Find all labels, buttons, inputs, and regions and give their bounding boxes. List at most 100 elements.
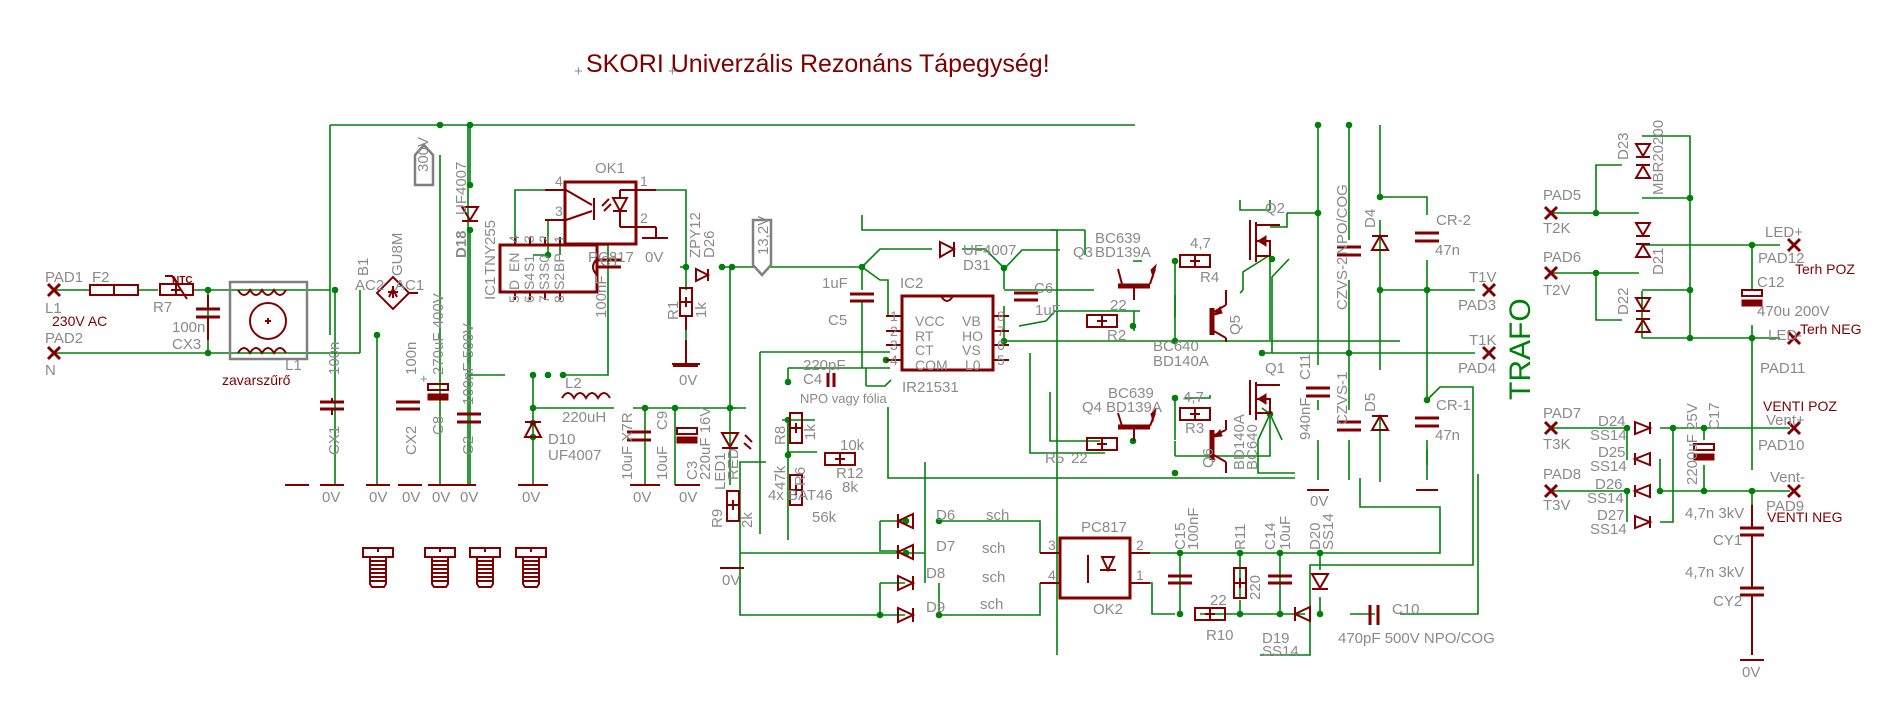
label-c15-value: 100nF <box>1185 507 1202 550</box>
junction-dot <box>1236 610 1244 618</box>
label-ok1: OK1 <box>595 160 625 177</box>
label-czvs1: CZVS-1 <box>1334 372 1351 425</box>
label-0v: 0V <box>369 489 387 506</box>
resistor-r10 <box>1194 607 1226 621</box>
junction-dot <box>1268 255 1276 263</box>
label-pad8: PAD8 <box>1543 466 1581 483</box>
pad-pad5[interactable] <box>1543 205 1559 221</box>
wire <box>334 125 469 485</box>
mounting-hole-screw-icon <box>515 547 547 588</box>
capacitor-cy2 <box>1740 505 1764 655</box>
pad-pad11[interactable] <box>1786 330 1802 346</box>
label-ic2-part: IR21531 <box>902 379 959 396</box>
label-0v: 0V <box>432 489 450 506</box>
junction-dot <box>1423 286 1431 294</box>
junctions <box>204 121 1756 619</box>
label-pad4: PAD4 <box>1458 360 1496 377</box>
junction-dot <box>1171 469 1179 477</box>
label-pad8-net: T3V <box>1543 497 1571 514</box>
inductor-l2 <box>561 392 611 400</box>
diode-d4 <box>1370 233 1390 251</box>
junction-dot <box>559 371 567 379</box>
label-d8: D8 <box>926 565 945 582</box>
pad-pad7[interactable] <box>1543 420 1559 436</box>
pad-pad4[interactable] <box>1481 345 1497 361</box>
label-d6: D6 <box>936 507 955 524</box>
wire <box>1257 413 1295 474</box>
label-cx1-value: 100n <box>326 342 343 375</box>
pad-pad12[interactable] <box>1786 237 1802 253</box>
wire <box>1003 249 1176 342</box>
label-ntc-tag: NTC <box>172 275 193 286</box>
label-c12: C12 <box>1757 274 1785 291</box>
label-0v: 0V <box>1310 493 1328 510</box>
label-c3-value: 220uF 16V <box>697 407 714 480</box>
label-q4-part-b: BD139A <box>1106 399 1162 416</box>
label-c11-value: 940nF <box>1297 397 1314 440</box>
label-c2-value: 100nF 500V <box>460 323 477 405</box>
label-sch: sch <box>982 540 1005 557</box>
resistor-r5 <box>1086 437 1118 451</box>
label-c5: C5 <box>828 312 847 329</box>
transistor-q5 <box>1209 290 1227 342</box>
pin-number: 6 <box>521 295 537 303</box>
pad-pad3[interactable] <box>1481 282 1497 298</box>
pad-pad9[interactable] <box>1786 483 1802 499</box>
labels: PAD1 L1 230V AC PAD2 N F2 R7 NTC 100n CX… <box>45 120 1861 681</box>
label-d18: D18 <box>453 230 470 258</box>
label-cx2-value: 100n <box>403 342 420 375</box>
pad-pad2[interactable] <box>46 345 62 361</box>
label-d20: D20 <box>1307 522 1324 550</box>
label-led-color: RED <box>725 448 742 480</box>
capacitor-c3 <box>676 427 698 444</box>
fuse-f2 <box>89 284 139 296</box>
pad-pad10[interactable] <box>1786 420 1802 436</box>
label-c11: C11 <box>1297 354 1314 380</box>
bridge-rectifier-b1 <box>375 275 418 311</box>
label-d25: D25 <box>1598 444 1626 461</box>
label-r8: R8 <box>772 426 789 445</box>
pin-number: 1 <box>640 173 648 189</box>
pad-pad6[interactable] <box>1543 265 1559 281</box>
pin-label: S4 <box>521 273 537 290</box>
label-q3-part-a: BC639 <box>1095 230 1141 247</box>
label-r9: R9 <box>709 509 726 528</box>
label-c10: C10 <box>1392 601 1420 618</box>
resistor-r1 <box>672 287 700 367</box>
label-cy2-value: 4,7n 3kV <box>1685 564 1744 581</box>
capacitor-c8: + <box>420 371 449 401</box>
label-q6-part-b: BC640 <box>1244 424 1261 470</box>
label-ac1: AC1 <box>395 277 424 294</box>
label-c14-value: 10uF <box>1277 516 1294 550</box>
label-filter-desc: zavarszűrő <box>222 372 291 388</box>
ic1-tny255 <box>498 237 599 300</box>
label-c9-value: 10uF <box>654 446 671 480</box>
label-pad6: PAD6 <box>1543 249 1581 266</box>
label-pad3: PAD3 <box>1458 297 1496 314</box>
capacitor-c4 <box>826 373 836 387</box>
pin-number: 4 <box>506 235 522 243</box>
junction-dot <box>1623 424 1631 432</box>
junction-dot <box>1316 610 1324 618</box>
label-r4-value: 4,7 <box>1190 235 1211 252</box>
capacitor-c12 <box>1741 289 1763 307</box>
pin-label: VCC <box>915 313 945 329</box>
diode-d18 <box>460 206 480 222</box>
schematic-title: SKORI Univerzális Rezonáns Tápegység! <box>586 50 1050 78</box>
junction-dot <box>728 263 736 271</box>
wire <box>1004 260 1142 454</box>
label-pad2: PAD2 <box>45 330 83 347</box>
pin-number: 5 <box>506 295 522 303</box>
pad-pad8[interactable] <box>1543 483 1559 499</box>
label-zener: D26 <box>701 230 718 258</box>
label-cr2-value: 47n <box>1435 242 1460 259</box>
junction-dot <box>858 263 866 271</box>
pin-number: 7 <box>536 295 552 303</box>
wire <box>1350 474 1479 615</box>
junction-dot <box>466 226 474 234</box>
junction-dot <box>1236 549 1244 557</box>
resistor-r12 <box>824 452 856 466</box>
label-d7: D7 <box>936 538 955 555</box>
label-300v: 300V <box>415 137 432 172</box>
pad-pad1[interactable] <box>46 282 62 298</box>
